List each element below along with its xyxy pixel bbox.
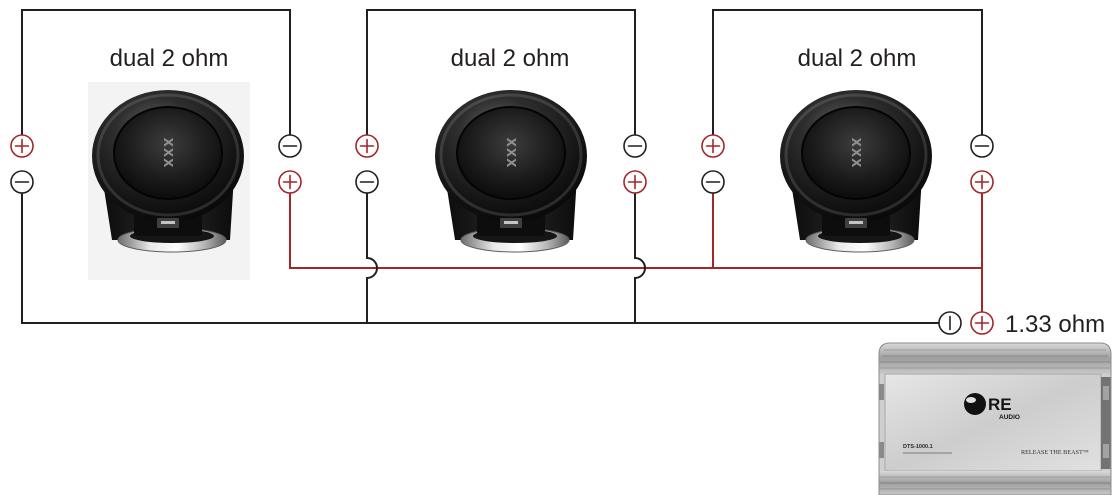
amp-logo-word: AUDIO: [999, 414, 1020, 421]
speaker-2-label: dual 2 ohm: [451, 45, 570, 72]
amplifier-positive-plus-circle-icon: [970, 311, 994, 335]
wire-speaker-2-left-drop: [366, 193, 378, 323]
amp-right-terminal: [1103, 386, 1109, 400]
speaker-3-left-bottom-minus-circle-icon: [701, 170, 725, 194]
amp-face-plate: [884, 373, 1102, 472]
speaker-3-left-top-plus-circle-icon: [701, 134, 725, 158]
subwoofer-2-logo: XXX: [504, 138, 518, 169]
amplifier-negative-circled-bar-icon: [938, 311, 962, 335]
speaker-1-left-top-plus-circle-icon: [10, 134, 34, 158]
subwoofer-3-image: [778, 88, 934, 254]
amp-logo-mark: RE: [988, 395, 1012, 414]
wire-top-loop-speaker-1: [21, 9, 291, 135]
subwoofer-1-logo: XXX: [161, 138, 175, 169]
amp-bottom-fins: [880, 476, 1110, 490]
subwoofer-2-image: [433, 88, 589, 254]
amp-left-port: [879, 384, 884, 400]
amp-right-terminal: [1103, 444, 1109, 458]
amp-outline: [878, 342, 1112, 495]
speaker-2-right-top-minus-circle-icon: [623, 134, 647, 158]
wire-speaker-2-right-drop: [634, 193, 646, 323]
amplifier-impedance-label: 1.33 ohm: [1005, 311, 1105, 338]
subwoofer-3-logo: XXX: [849, 138, 863, 169]
wire-negative-bus: [21, 193, 939, 324]
speaker-3-right-bottom-plus-circle-icon: [970, 170, 994, 194]
amp-top-fins: [880, 349, 1110, 369]
amp-logo-emblem-highlight: [966, 397, 976, 403]
speaker-3-right-top-minus-circle-icon: [970, 134, 994, 158]
subwoofer-1-image: [90, 88, 246, 254]
speaker-2-left-bottom-minus-circle-icon: [355, 170, 379, 194]
wire-top-loop-speaker-3: [712, 9, 983, 135]
amp-top-endcap: [879, 343, 1111, 374]
speaker-1-label: dual 2 ohm: [110, 45, 229, 72]
terminal-layer: [10, 134, 994, 335]
amp-left-port: [879, 442, 884, 458]
speaker-1-left-bottom-minus-circle-icon: [10, 170, 34, 194]
speaker-1-right-top-minus-circle-icon: [278, 134, 302, 158]
amp-slogan: RELEASE THE BEAST™: [1021, 449, 1089, 456]
wire-top-loop-speaker-2: [366, 9, 636, 135]
speaker-1-right-bottom-plus-circle-icon: [278, 170, 302, 194]
amp-model-number: DTS-1000.1: [903, 444, 933, 450]
amplifier-image: RE AUDIO DTS-1000.1 RELEASE THE BEAST™: [879, 343, 1111, 495]
wire-positive-bus: [289, 193, 982, 269]
speaker-2-right-bottom-plus-circle-icon: [623, 170, 647, 194]
amp-bottom-endcap: [879, 471, 1111, 495]
amp-right-terminal-block: [1101, 377, 1111, 469]
speaker-3-label: dual 2 ohm: [798, 45, 917, 72]
speaker-2-left-top-plus-circle-icon: [355, 134, 379, 158]
amp-logo-emblem-icon: [964, 393, 986, 415]
